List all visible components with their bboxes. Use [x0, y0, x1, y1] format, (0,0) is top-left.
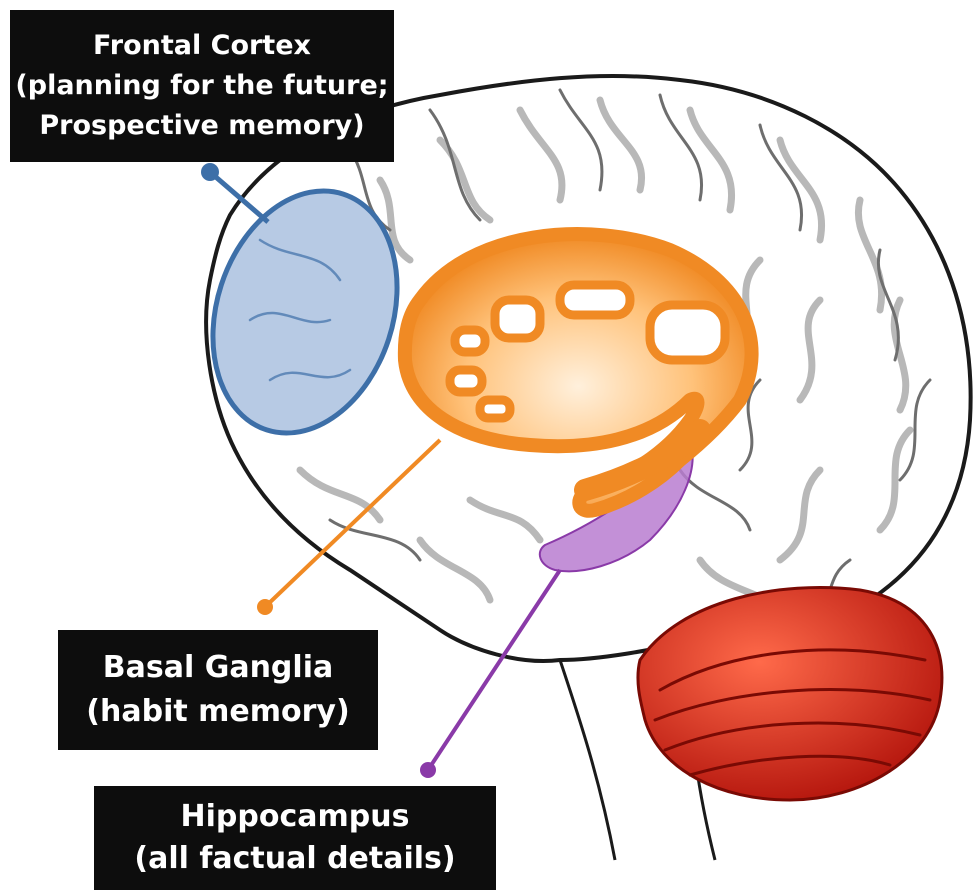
basal-ganglia-desc: (habit memory) — [86, 690, 349, 734]
hippocampus-label: Hippocampus (all factual details) — [94, 786, 496, 890]
frontal-cortex-title: Frontal Cortex — [93, 26, 311, 66]
cerebellum — [638, 588, 942, 800]
frontal-cortex-desc-2: Prospective memory) — [39, 106, 364, 146]
basal-ganglia-title: Basal Ganglia — [103, 646, 333, 690]
basal-ganglia-label: Basal Ganglia (habit memory) — [58, 630, 378, 750]
frontal-cortex-desc-1: (planning for the future; — [15, 66, 388, 106]
hippocampus-desc: (all factual details) — [134, 838, 455, 880]
hippocampus-title: Hippocampus — [181, 796, 410, 838]
frontal-cortex-label: Frontal Cortex (planning for the future;… — [10, 10, 394, 162]
